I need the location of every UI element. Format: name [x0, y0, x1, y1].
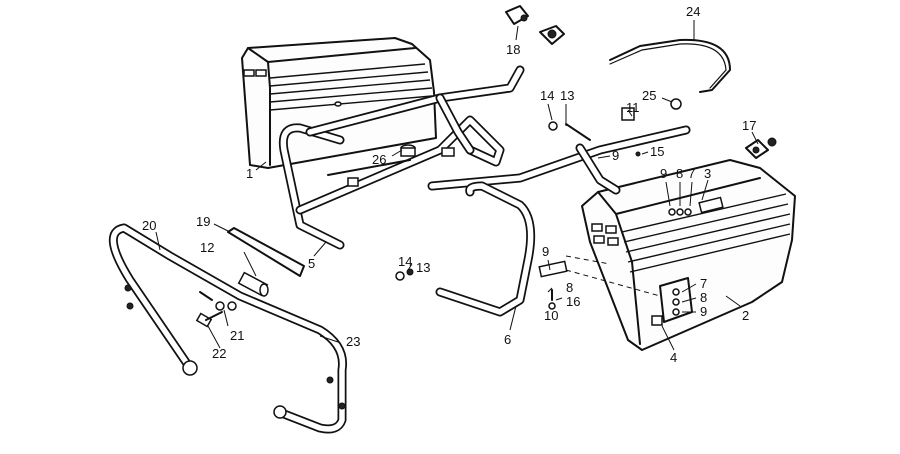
callout-18: 18 — [506, 42, 520, 57]
callout-labels: 1 2 3 4 5 6 7 7 8 8 8 9 9 9 9 10 11 12 1… — [142, 4, 756, 365]
lock-set-17 — [745, 137, 777, 159]
callout-17: 17 — [742, 118, 756, 133]
callout-24: 24 — [686, 4, 700, 19]
mounting-plate — [227, 227, 305, 277]
callout-9-side: 9 — [700, 304, 707, 319]
callout-19: 19 — [196, 214, 210, 229]
lid-hardware — [668, 208, 692, 216]
callout-5: 5 — [308, 256, 315, 271]
callout-6: 6 — [504, 332, 511, 347]
callout-9-rack: 9 — [612, 148, 619, 163]
callout-23: 23 — [346, 334, 360, 349]
callout-4: 4 — [670, 350, 677, 365]
callout-10: 10 — [544, 308, 558, 323]
leader-lines — [155, 20, 759, 351]
spacer-tube — [237, 271, 269, 297]
callout-26: 26 — [372, 152, 386, 167]
nut-25 — [670, 98, 682, 110]
callout-21: 21 — [230, 328, 244, 343]
washer-14b — [395, 271, 405, 281]
callout-1: 1 — [246, 166, 253, 181]
washer-14a — [548, 121, 558, 131]
callout-7-side: 7 — [700, 276, 707, 291]
callout-25: 25 — [642, 88, 656, 103]
callout-16: 16 — [566, 294, 580, 309]
callout-20: 20 — [142, 218, 156, 233]
left-frame-rack — [278, 65, 525, 250]
nut-13b — [406, 268, 414, 276]
callout-2: 2 — [742, 308, 749, 323]
callout-7-lid: 7 — [688, 166, 695, 181]
rubber-pad — [621, 107, 635, 121]
left-pannier-case — [241, 37, 437, 169]
washer-10 — [548, 302, 556, 310]
callout-8-side: 8 — [700, 290, 707, 305]
callout-8-lid: 8 — [676, 166, 683, 181]
bolt-and-washer — [195, 301, 237, 328]
callout-9-bracket: 9 — [542, 244, 549, 259]
callout-9-lid: 9 — [660, 166, 667, 181]
callout-3: 3 — [704, 166, 711, 181]
callout-15: 15 — [650, 144, 664, 159]
callout-11: 11 — [626, 100, 640, 115]
right-frame-rack — [427, 125, 691, 317]
callout-13-bar: 13 — [416, 260, 430, 275]
lock-set-18 — [505, 5, 565, 45]
screw-13a — [565, 123, 591, 141]
callout-12: 12 — [200, 240, 214, 255]
right-pannier-case — [581, 159, 796, 351]
cable — [609, 38, 731, 93]
dot-15 — [635, 151, 641, 157]
callout-14-rack: 14 — [540, 88, 554, 103]
cap-26 — [400, 144, 416, 157]
side-hardware — [672, 288, 680, 316]
callout-13-rack: 13 — [560, 88, 574, 103]
callout-22: 22 — [212, 346, 226, 361]
callout-14-bar: 14 — [398, 254, 412, 269]
callout-8-bracket: 8 — [566, 280, 573, 295]
